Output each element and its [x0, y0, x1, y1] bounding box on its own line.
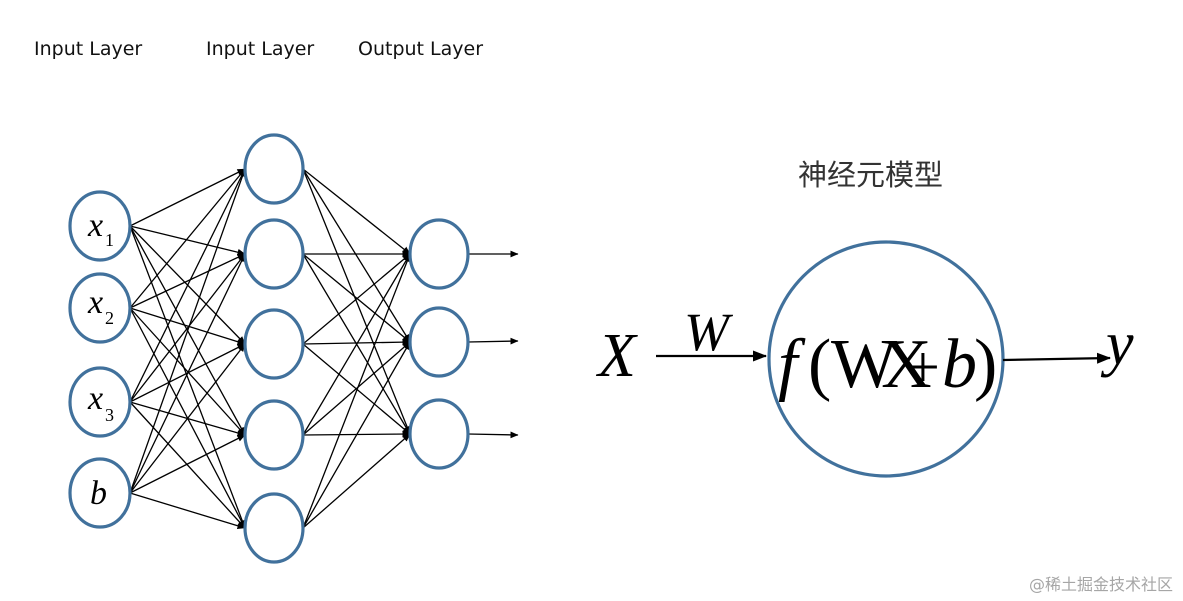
hidden-layer-nodes [243, 133, 305, 564]
formula-b: b [942, 326, 977, 403]
hidden-output-edge [302, 341, 411, 436]
neuron-weight-W: W [684, 302, 734, 362]
neuron-input-X: X [595, 322, 638, 390]
input-hidden-edge [129, 168, 246, 494]
network-edges [129, 168, 411, 530]
input-node-sub: 3 [105, 405, 114, 425]
formula-plus: + [906, 334, 940, 400]
bias-node-var: b [90, 475, 107, 512]
input-node: x 3 [68, 366, 132, 438]
input-node-sub: 1 [105, 230, 114, 250]
output-edge-arrow [467, 337, 519, 345]
input-node-bias: b [68, 457, 132, 529]
hidden-output-edge [302, 168, 411, 255]
hidden-output-edge [302, 253, 411, 529]
hidden-node [243, 308, 305, 380]
output-arrows [467, 250, 519, 439]
hidden-output-edge [302, 253, 411, 436]
input-node-var: x [87, 380, 103, 417]
formula-close-paren: ) [974, 326, 997, 403]
input-hidden-edge [129, 253, 246, 403]
output-layer-label: Output Layer [358, 38, 483, 60]
neuron-formula: f ( WX + b ) [778, 326, 997, 403]
hidden-node [243, 399, 305, 471]
input-hidden-edge [129, 253, 246, 494]
input-node: x 1 [68, 190, 132, 262]
formula-open-paren: ( [808, 326, 831, 403]
input-node-var: x [87, 284, 103, 321]
neuron-output-y: y [1100, 310, 1134, 378]
hidden-node [243, 133, 305, 205]
output-edge-arrow [467, 431, 519, 439]
input-node-var: x [87, 207, 103, 244]
hidden-output-edge [302, 168, 411, 343]
input-node-sub: 2 [105, 308, 114, 328]
output-node [408, 218, 470, 290]
input-hidden-edge [129, 401, 246, 529]
input-hidden-edge [129, 307, 246, 436]
input-hidden-edge [129, 492, 246, 530]
input-hidden-edge [129, 168, 246, 227]
output-node [408, 306, 470, 378]
hidden-output-edge [302, 433, 411, 529]
hidden-node [243, 218, 305, 290]
input-node: x 2 [68, 272, 132, 344]
input-layer-label: Input Layer [34, 38, 142, 60]
watermark: @稀土掘金技术社区 [1028, 575, 1173, 594]
input-hidden-edge [129, 168, 246, 403]
hidden-output-edge [302, 253, 411, 343]
hidden-output-edge [302, 341, 411, 529]
input-hidden-edge [129, 225, 246, 256]
hidden-output-edge [302, 253, 411, 345]
hidden-output-edge [302, 168, 411, 435]
hidden-node [243, 492, 305, 564]
hidden-output-edge [302, 338, 411, 346]
input-hidden-edge [129, 343, 246, 494]
input-hidden-edge [129, 225, 246, 529]
input-hidden-edge [129, 168, 246, 309]
output-arrow [1002, 352, 1111, 364]
input-hidden-edge [129, 253, 246, 309]
input-hidden-edge [129, 434, 246, 494]
hidden-layer-label: Input Layer [206, 38, 314, 60]
input-hidden-edge [129, 307, 246, 346]
neuron-model-title: 神经元模型 [798, 158, 943, 192]
output-layer-nodes [408, 218, 470, 470]
output-node [408, 398, 470, 470]
